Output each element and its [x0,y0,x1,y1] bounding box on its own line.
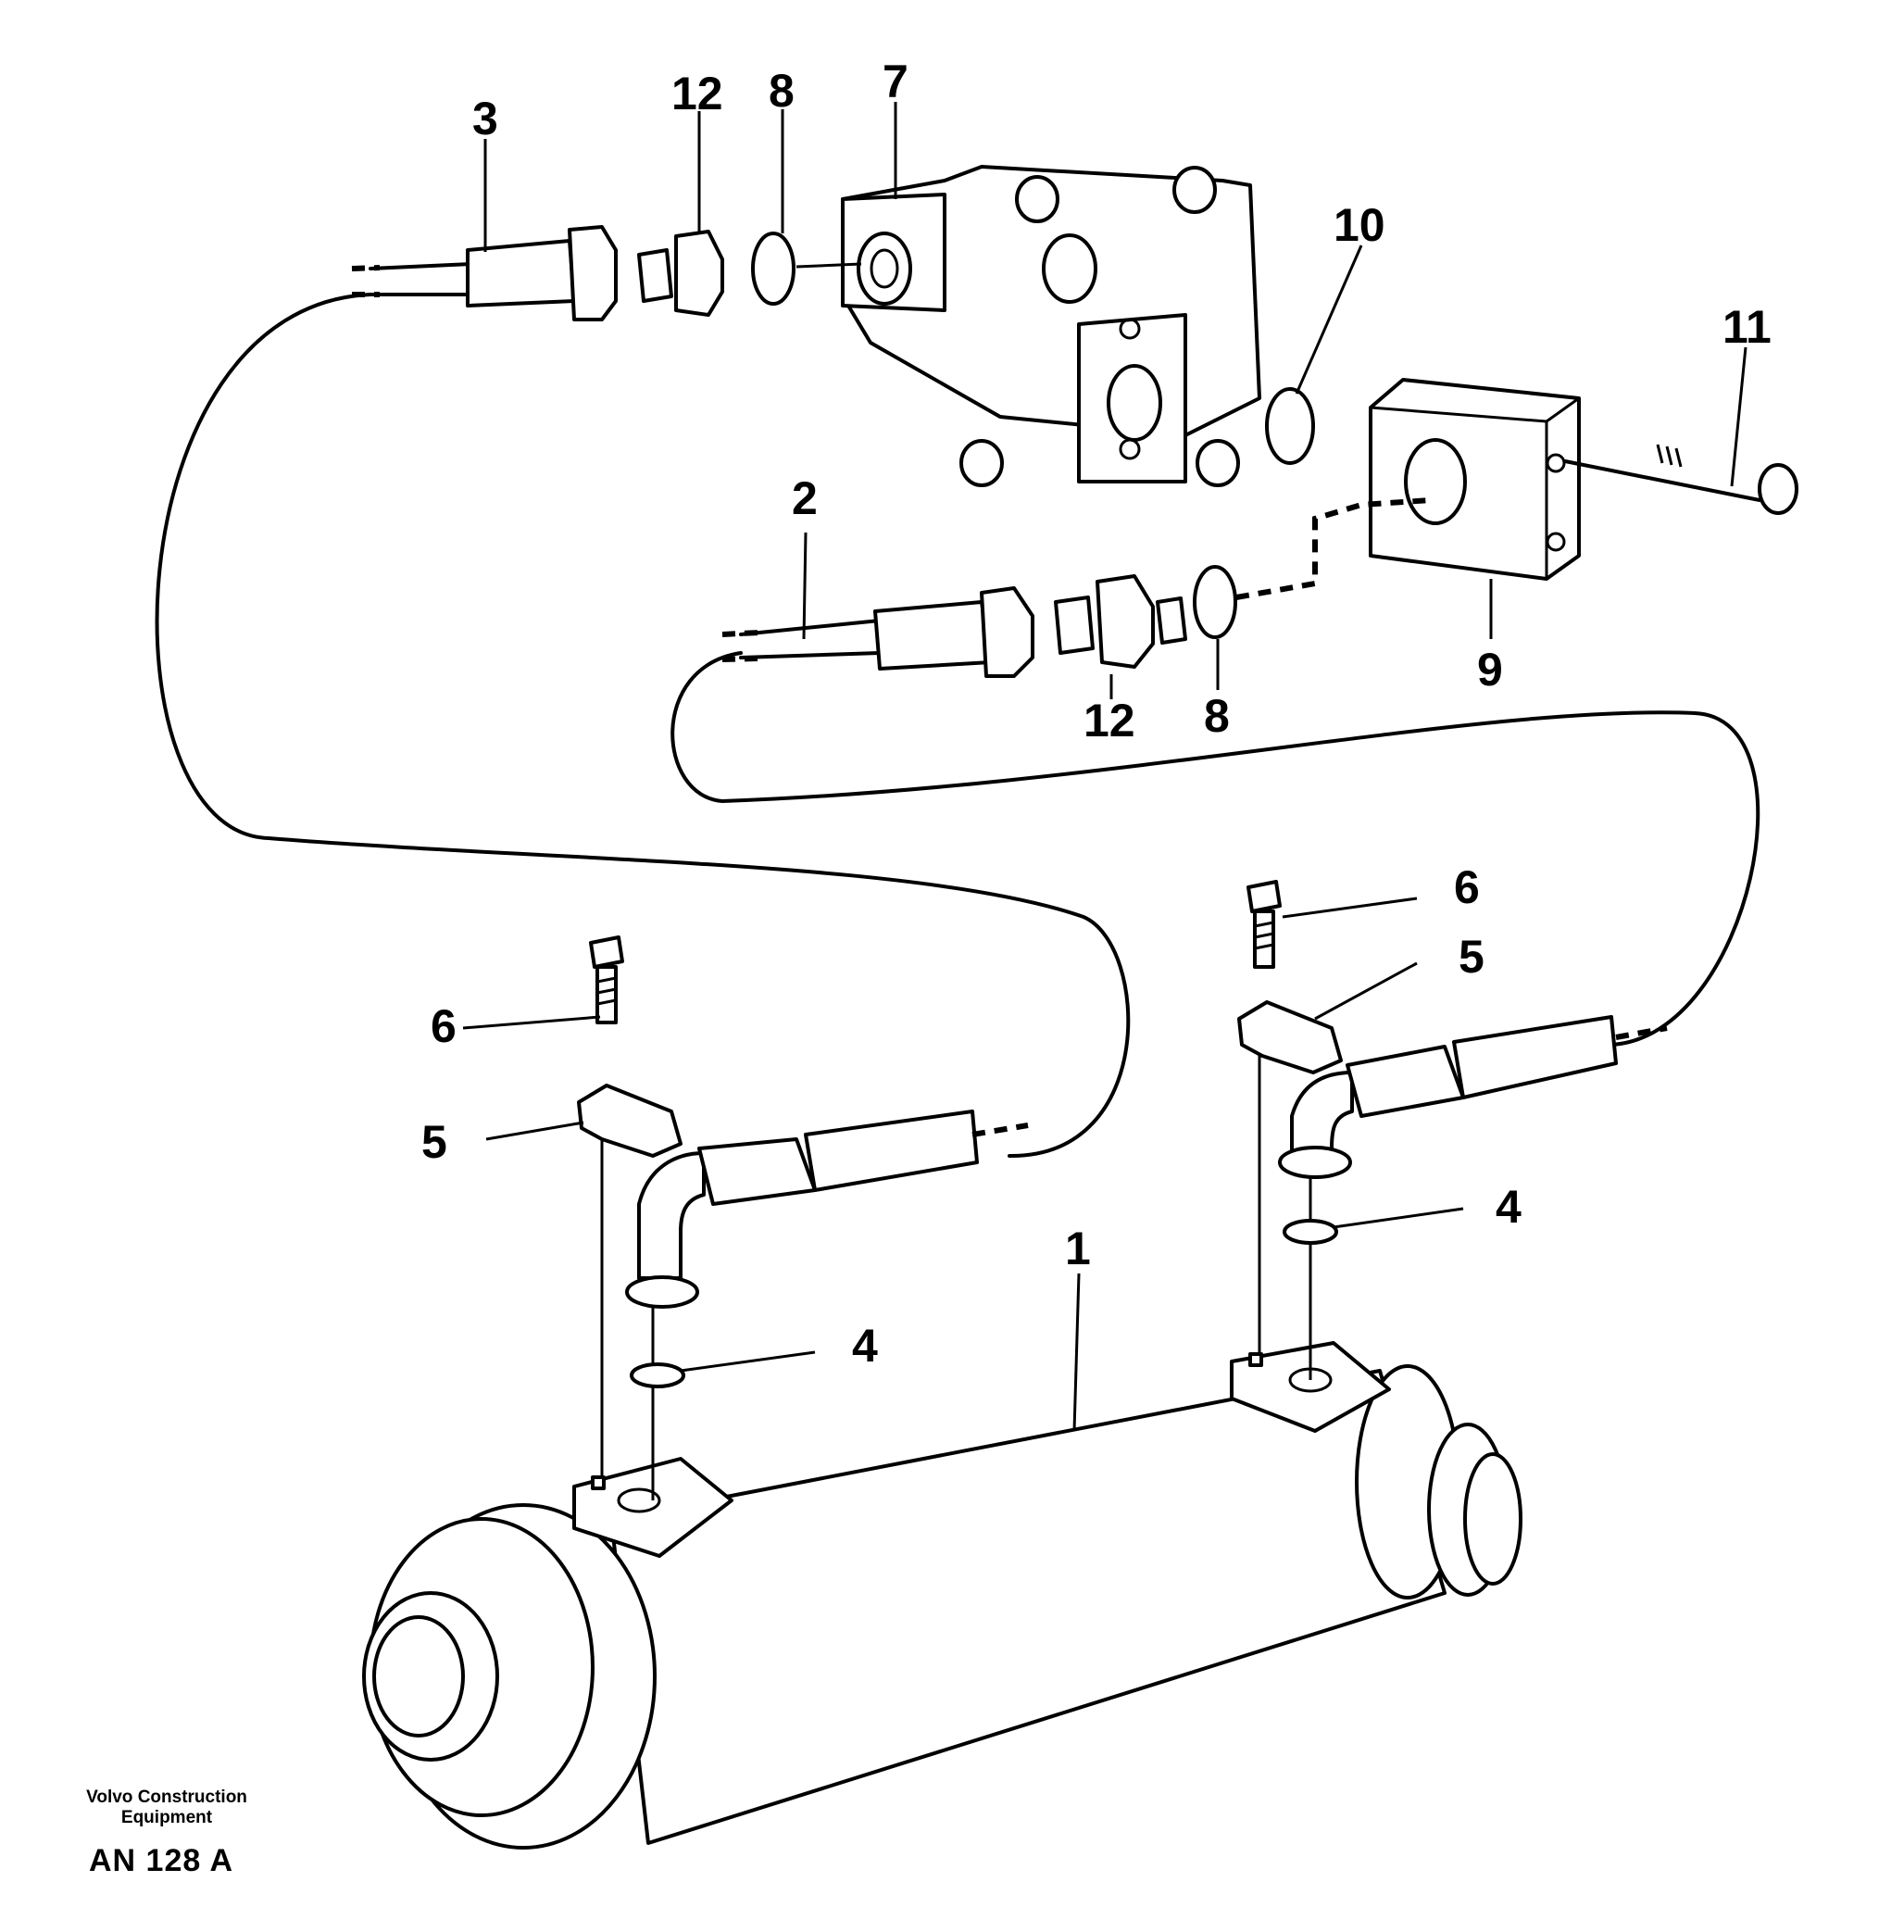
callout-5-left: 5 [421,1116,447,1168]
callout-12-upper: 12 [671,68,723,119]
leader-lines [462,102,1747,1432]
callout-7: 7 [883,56,908,107]
ring-8-lower [1193,565,1237,639]
clamp-left [577,1084,683,1158]
elbow-fitting-right [1278,1015,1618,1179]
callout-1: 1 [1065,1223,1091,1274]
washer-right [1283,1219,1338,1245]
valve-block [841,165,1261,487]
callout-10: 10 [1334,199,1385,251]
bolt-right [1246,880,1282,969]
callout-5-right: 5 [1459,931,1484,983]
footer: Volvo Construction Equipment AN 128 A [37,1788,296,1879]
callout-2: 2 [792,472,818,524]
maker-line-2: Equipment [120,1808,213,1827]
callout-6-left: 6 [431,1000,457,1052]
bolt-11 [1563,444,1798,515]
elbow-fitting-left [625,1110,979,1309]
hose-2 [721,586,1034,678]
callout-8-lower: 8 [1204,690,1230,742]
bolt-left [589,935,624,1024]
callout-4-right: 4 [1496,1181,1522,1233]
washer-left [630,1362,685,1388]
figure-code: AN 128 A [89,1843,234,1878]
callout-6-right: 6 [1454,861,1480,913]
callout-4-left: 4 [852,1320,878,1372]
hose-3 [351,225,618,321]
callout-3: 3 [472,93,498,144]
oil-cooler [362,1341,1522,1850]
nipple-12-lower [1054,574,1187,669]
callout-12-lower: 12 [1084,695,1135,746]
hose-loop-right [670,651,1760,1047]
flange [1369,378,1581,581]
hose-loop-left [155,293,1131,1159]
clamp-right [1237,1000,1343,1074]
ring-8-upper [751,232,795,306]
callout-11: 11 [1722,301,1772,353]
maker-line-1: Volvo Construction [86,1788,247,1807]
o-ring-10 [1265,387,1315,465]
callout-9: 9 [1477,644,1503,696]
nipple-12-upper [637,230,724,317]
callout-8-upper: 8 [769,65,795,117]
